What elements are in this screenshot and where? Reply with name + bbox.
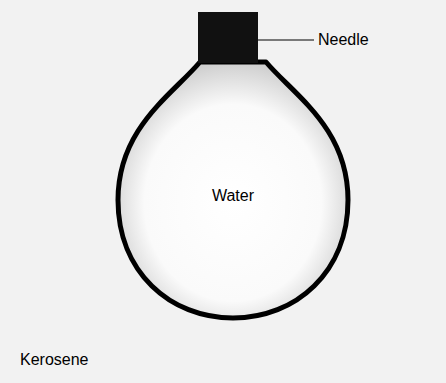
part-label: Needle — [318, 31, 369, 49]
medium-label: Kerosene — [20, 351, 89, 369]
drop-region: Water — [153, 187, 313, 205]
region-label: Water — [153, 187, 313, 205]
leader-line — [258, 40, 314, 41]
needle-body — [198, 12, 258, 63]
water-drop — [118, 62, 348, 318]
